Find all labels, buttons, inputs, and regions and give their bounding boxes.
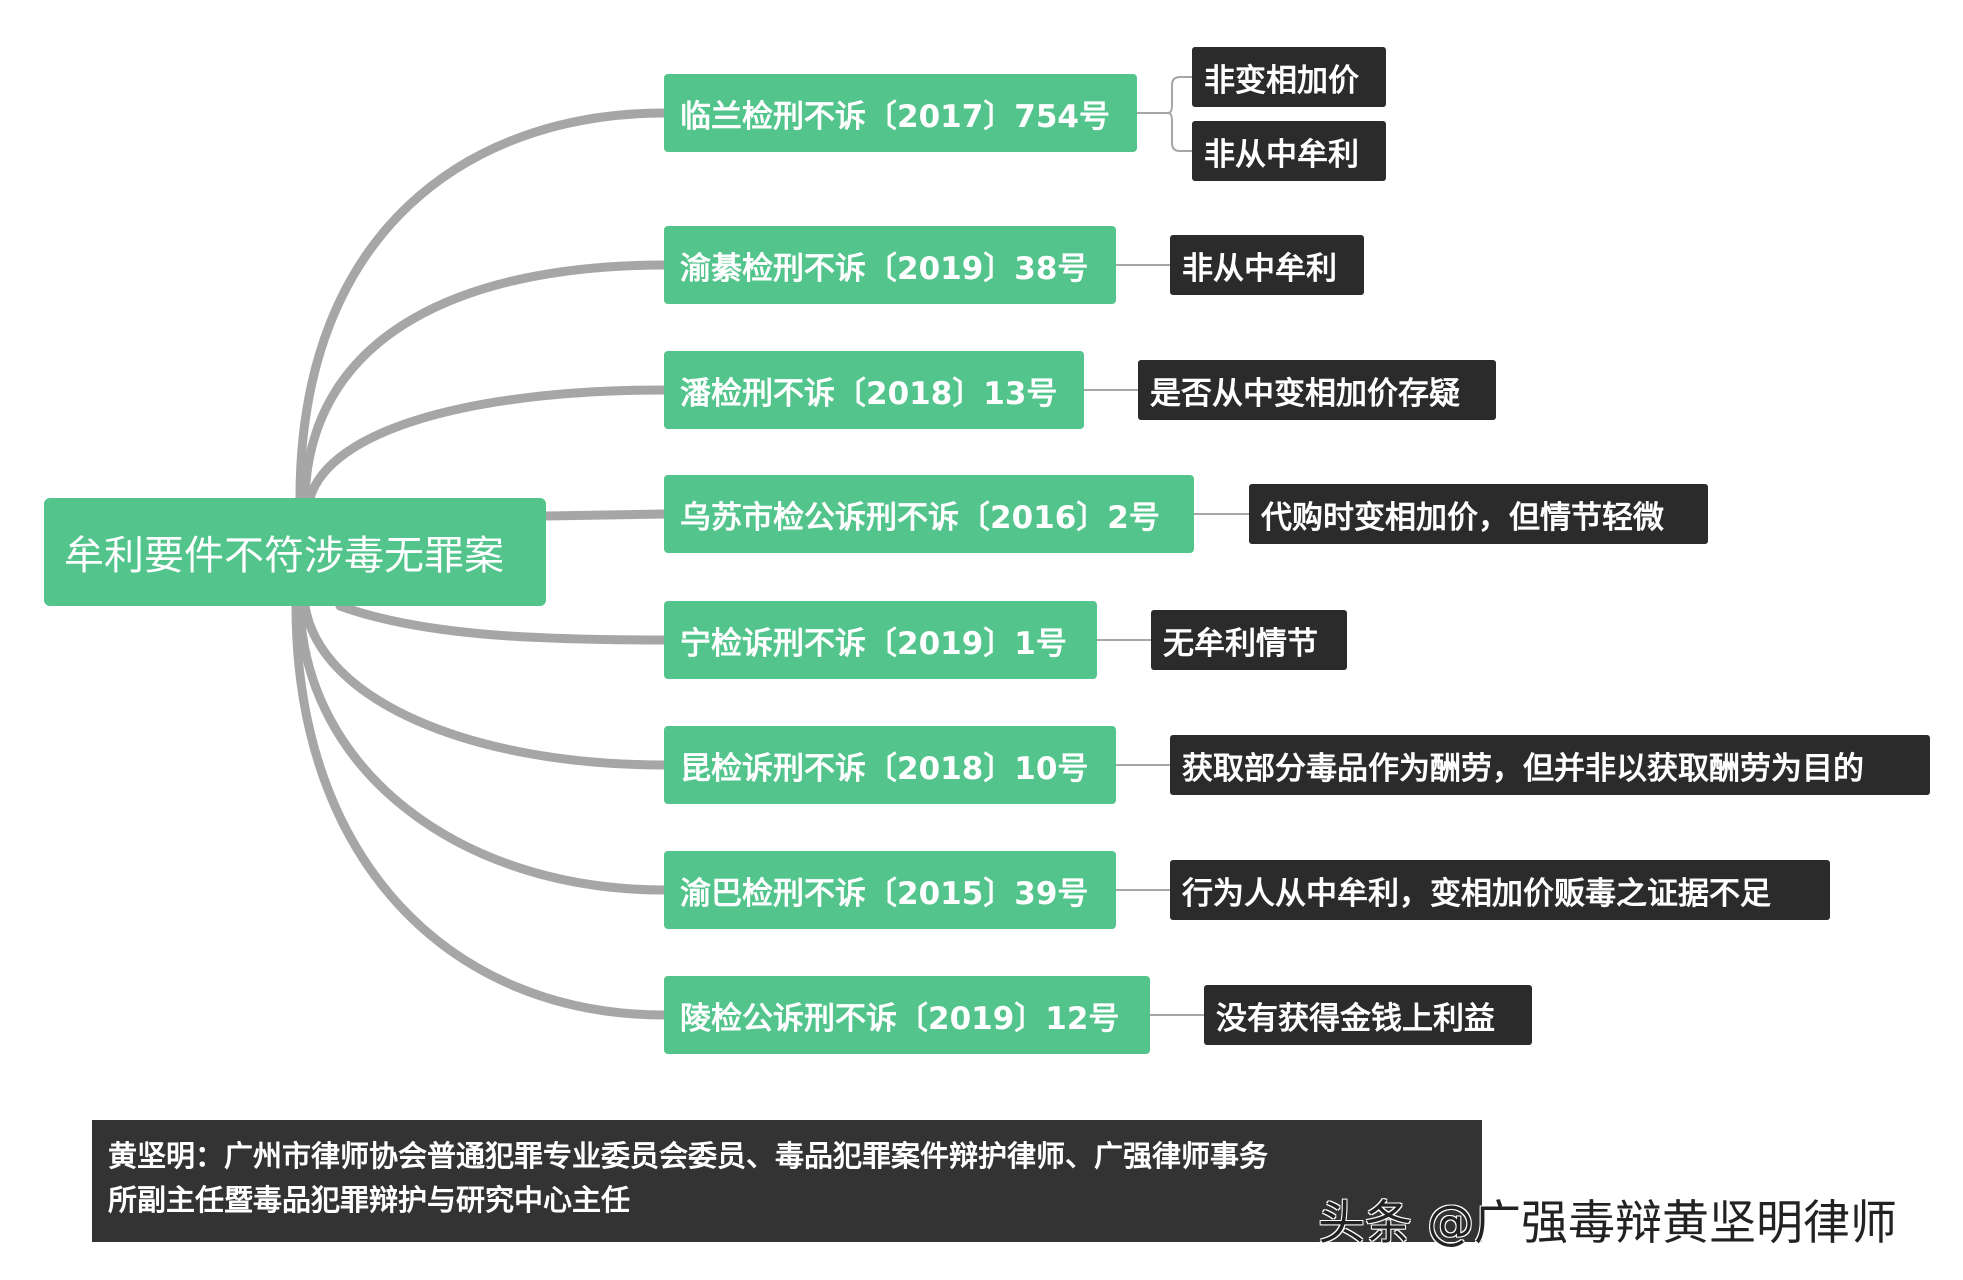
- branch-line-3: [305, 385, 669, 503]
- case-node-label: 乌苏市检公诉刑不诉〔2016〕2号: [680, 499, 1160, 536]
- note-line-1a: [1136, 76, 1193, 114]
- branch-line-6: [300, 601, 669, 770]
- note-node-label: 非变相加价: [1204, 62, 1359, 99]
- case-node-8[interactable]: 陵检公诉刑不诉〔2019〕12号: [664, 976, 1150, 1054]
- branch-line-7: [295, 601, 669, 895]
- case-node-4[interactable]: 乌苏市检公诉刑不诉〔2016〕2号: [664, 475, 1194, 553]
- case-node-label: 渝巴检刑不诉〔2015〕39号: [680, 875, 1089, 912]
- note-node-4[interactable]: 代购时变相加价，但情节轻微: [1249, 484, 1708, 544]
- note-node-6[interactable]: 获取部分毒品作为酬劳，但并非以获取酬劳为目的: [1170, 735, 1930, 795]
- branch-line-4: [541, 509, 669, 521]
- branch-line-1: [295, 108, 669, 503]
- case-node-label: 陵检公诉刑不诉〔2019〕12号: [680, 1000, 1120, 1037]
- note-node-label: 无牟利情节: [1163, 625, 1318, 662]
- case-node-2[interactable]: 渝綦检刑不诉〔2019〕38号: [664, 226, 1116, 304]
- case-node-label: 临兰检刑不诉〔2017〕754号: [680, 98, 1110, 135]
- case-node-6[interactable]: 昆检诉刑不诉〔2018〕10号: [664, 726, 1116, 804]
- note-node-label: 非从中牟利: [1204, 136, 1359, 173]
- note-node-label: 行为人从中牟利，变相加价贩毒之证据不足: [1182, 875, 1771, 912]
- root-node[interactable]: 牟利要件不符涉毒无罪案: [44, 498, 546, 606]
- root-node-label: 牟利要件不符涉毒无罪案: [64, 533, 504, 579]
- branch-line-8: [291, 601, 669, 1020]
- author-caption-line-2: 所副主任暨毒品犯罪辩护与研究中心主任: [108, 1183, 631, 1217]
- note-node-8[interactable]: 没有获得金钱上利益: [1204, 985, 1532, 1045]
- case-node-3[interactable]: 潘检刑不诉〔2018〕13号: [664, 351, 1084, 429]
- note-node-5[interactable]: 无牟利情节: [1151, 610, 1347, 670]
- note-node-3[interactable]: 是否从中变相加价存疑: [1138, 360, 1496, 420]
- note-node-2[interactable]: 非从中牟利: [1170, 235, 1364, 295]
- case-node-1[interactable]: 临兰检刑不诉〔2017〕754号: [664, 74, 1137, 152]
- case-node-label: 宁检诉刑不诉〔2019〕1号: [680, 625, 1067, 662]
- case-node-label: 渝綦检刑不诉〔2019〕38号: [680, 250, 1089, 287]
- note-line-1b: [1167, 112, 1193, 152]
- case-node-5[interactable]: 宁检诉刑不诉〔2019〕1号: [664, 601, 1097, 679]
- note-node-label: 没有获得金钱上利益: [1216, 1000, 1495, 1037]
- note-node-label: 获取部分毒品作为酬劳，但并非以获取酬劳为目的: [1182, 750, 1864, 787]
- case-node-label: 潘检刑不诉〔2018〕13号: [680, 375, 1058, 412]
- note-node-label: 非从中牟利: [1182, 250, 1337, 287]
- branch-line-2: [300, 260, 669, 503]
- note-node-1b[interactable]: 非从中牟利: [1192, 121, 1386, 181]
- author-caption-line-1: 黄坚明：广州市律师协会普通犯罪专业委员会委员、毒品犯罪案件辩护律师、广强律师事务: [108, 1139, 1269, 1173]
- note-node-7[interactable]: 行为人从中牟利，变相加价贩毒之证据不足: [1170, 860, 1830, 920]
- watermark: 头条 @广强毒辩黄坚明律师: [1318, 1196, 1897, 1251]
- case-node-label: 昆检诉刑不诉〔2018〕10号: [680, 750, 1089, 787]
- note-node-label: 代购时变相加价，但情节轻微: [1261, 499, 1664, 536]
- note-node-1a[interactable]: 非变相加价: [1192, 47, 1386, 107]
- branch-line-5: [335, 601, 669, 645]
- author-caption: 黄坚明：广州市律师协会普通犯罪专业委员会委员、毒品犯罪案件辩护律师、广强律师事务…: [92, 1120, 1482, 1242]
- case-node-7[interactable]: 渝巴检刑不诉〔2015〕39号: [664, 851, 1116, 929]
- note-node-label: 是否从中变相加价存疑: [1150, 375, 1460, 412]
